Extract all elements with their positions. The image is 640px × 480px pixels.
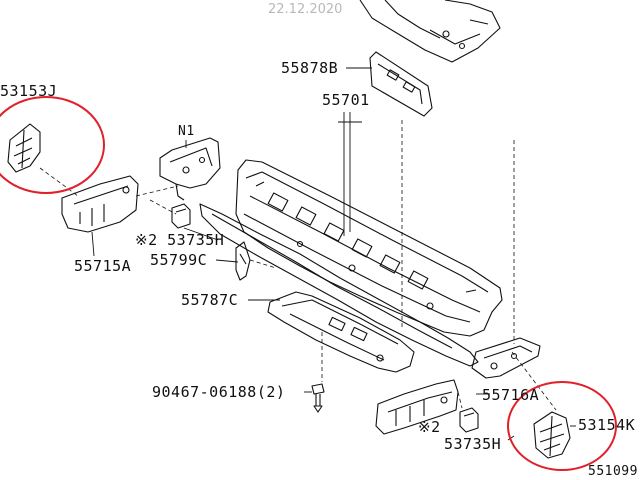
annotation-circle-left [0,96,105,194]
part-53735h-clip-top [171,203,191,229]
annotation-circle-right [507,381,617,471]
part-55878b-bracket [369,51,433,117]
part-55715a-bracket [61,175,139,233]
label-diagram-number: 551099 [588,464,638,479]
part-n1-bracket [159,137,221,201]
label-53153j: 53153J [0,82,58,100]
part-55716a-bracket [375,379,459,435]
label-53735h-top: ※2 53735H [135,231,225,249]
label-55799c: 55799C [150,251,208,269]
part-53735h-clip-bottom [459,407,479,433]
part-55799c-bracket [235,241,251,281]
part-55701-cowl-panel [235,159,503,337]
part-90467-06188-bolt [311,383,325,413]
label-55787c: 55787C [181,291,239,309]
part-53153j-insulator [7,123,41,173]
label-n1: N1 [178,124,195,139]
part-53154k-insulator [533,411,571,459]
label-90467-06188: 90467-06188(2) [152,383,286,401]
label-53154k: 53154K [578,416,636,434]
label-55701: 55701 [322,91,370,109]
dashed-guides [39,120,557,411]
leader-lines [91,67,576,441]
part-lower-reinforcement [199,203,479,367]
label-53735h-bottom: 53735H [444,435,502,453]
label-mark-2: ※2 [418,418,441,436]
part-right-end-bracket [471,337,541,379]
upper-cowl-panel [359,0,501,63]
label-55878b: 55878B [281,59,339,77]
part-55787c-panel [267,291,415,373]
label-55716a: 55716A [482,386,540,404]
date-stamp: 22.12.2020 [268,2,343,17]
label-55715a: 55715A [74,257,132,275]
